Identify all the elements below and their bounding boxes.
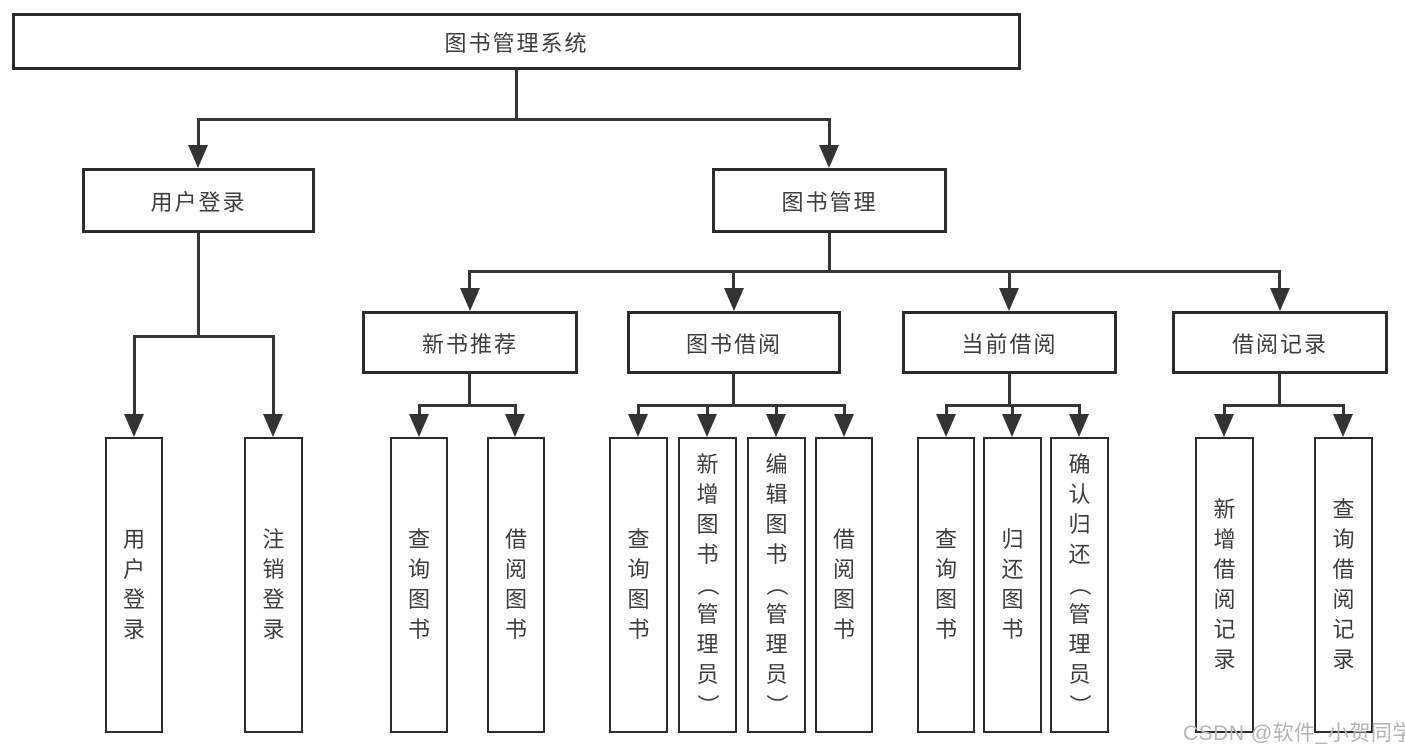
node-leaf-query-book-borrowing: 查询图书 [609, 437, 668, 733]
connector-current-drop-3 [1078, 404, 1081, 418]
connector-current-drop-1 [945, 404, 948, 418]
connector-records-drop-1 [1223, 404, 1226, 418]
node-book-management-label: 图书管理 [781, 189, 878, 215]
connector-current-stem [1008, 374, 1011, 407]
arrow-down-icon [188, 145, 208, 168]
node-leaf-add-book-admin-label: 新增图书（管理员） [695, 452, 721, 717]
arrow-down-icon [1069, 414, 1089, 437]
connector-recommend-rail [418, 404, 517, 407]
arrow-down-icon [1214, 414, 1234, 437]
node-leaf-user-login-label: 用户登录 [122, 527, 145, 642]
connector-recommend-stem [468, 374, 471, 407]
node-book-borrowing: 图书借阅 [627, 311, 841, 374]
node-new-book-recommend-label: 新书推荐 [421, 331, 518, 357]
connector-root-stem [515, 69, 518, 121]
node-leaf-borrow-book-borrowing: 借阅图书 [815, 437, 873, 733]
node-leaf-query-book-current: 查询图书 [917, 437, 975, 733]
node-book-borrowing-label: 图书借阅 [685, 331, 782, 357]
connector-borrowing-drop-4 [843, 404, 846, 418]
arrow-down-icon [697, 414, 717, 437]
node-leaf-return-book: 归还图书 [983, 437, 1042, 733]
node-book-management: 图书管理 [712, 168, 947, 233]
connector-bookmgmt-rail [468, 270, 1281, 273]
csdn-watermark: CSDN @软件_小贺同学 [1183, 722, 1405, 745]
connector-recommend-drop-2 [514, 404, 517, 418]
connector-userlogin-rail [133, 335, 275, 338]
node-leaf-borrow-book-recommend-label: 借阅图书 [504, 527, 527, 642]
node-new-book-recommend: 新书推荐 [362, 311, 578, 374]
connector-userlogin-drop-1 [133, 335, 136, 417]
node-leaf-confirm-return-admin-label: 确认归还（管理员） [1067, 452, 1093, 717]
node-root-label: 图书管理系统 [444, 30, 589, 56]
connector-bookmgmt-drop-2 [732, 270, 735, 290]
node-leaf-query-book-borrowing-label: 查询图书 [627, 527, 650, 642]
connector-records-drop-2 [1342, 404, 1345, 418]
arrow-down-icon [936, 414, 956, 437]
node-leaf-user-login: 用户登录 [105, 437, 163, 733]
arrow-down-icon [1333, 414, 1353, 437]
arrow-down-icon [766, 414, 786, 437]
connector-recommend-drop-1 [418, 404, 421, 418]
connector-borrowing-drop-2 [706, 404, 709, 418]
connector-borrowing-stem [732, 374, 735, 407]
node-leaf-borrow-book-recommend: 借阅图书 [487, 437, 545, 733]
connector-bookmgmt-drop-3 [1008, 270, 1011, 290]
node-current-borrowing-label: 当前借阅 [961, 331, 1058, 357]
connector-records-rail [1223, 404, 1345, 407]
connector-root-drop-right [828, 118, 831, 150]
node-leaf-query-book-current-label: 查询图书 [934, 527, 957, 642]
node-current-borrowing: 当前借阅 [902, 311, 1117, 374]
node-leaf-return-book-label: 归还图书 [1001, 527, 1024, 642]
arrow-down-icon [263, 414, 283, 437]
node-user-login-label: 用户登录 [150, 189, 247, 215]
connector-records-stem [1278, 374, 1281, 407]
connector-current-drop-2 [1011, 404, 1014, 418]
connector-borrowing-rail [637, 404, 846, 407]
node-leaf-edit-book-admin: 编辑图书（管理员） [747, 437, 806, 733]
node-leaf-add-borrow-record-label: 新增借阅记录 [1213, 497, 1236, 672]
arrow-down-icon [124, 414, 144, 437]
connector-bookmgmt-stem [828, 233, 831, 273]
node-leaf-query-borrow-record-label: 查询借阅记录 [1332, 497, 1355, 672]
arrow-down-icon [1002, 414, 1022, 437]
node-user-login: 用户登录 [82, 168, 315, 233]
node-leaf-query-book-recommend: 查询图书 [390, 437, 448, 733]
arrow-down-icon [409, 414, 429, 437]
node-leaf-borrow-book-borrowing-label: 借阅图书 [832, 527, 855, 642]
node-leaf-query-borrow-record: 查询借阅记录 [1314, 437, 1373, 733]
arrow-down-icon [628, 414, 648, 437]
connector-userlogin-drop-2 [272, 335, 275, 417]
arrow-down-icon [460, 288, 480, 311]
node-leaf-add-book-admin: 新增图书（管理员） [678, 437, 737, 733]
node-leaf-query-book-recommend-label: 查询图书 [407, 527, 430, 642]
arrow-down-icon [724, 288, 744, 311]
arrow-down-icon [834, 414, 854, 437]
connector-root-drop-left [197, 118, 200, 150]
node-leaf-confirm-return-admin: 确认归还（管理员） [1050, 437, 1109, 733]
connector-borrowing-drop-1 [637, 404, 640, 418]
arrow-down-icon [1270, 288, 1290, 311]
arrow-down-icon [505, 414, 525, 437]
node-leaf-logout-label: 注销登录 [262, 527, 285, 642]
node-borrowing-records: 借阅记录 [1172, 311, 1388, 374]
connector-bookmgmt-drop-1 [468, 270, 471, 290]
connector-bookmgmt-drop-4 [1278, 270, 1281, 290]
connector-root-rail [197, 118, 831, 121]
arrow-down-icon [999, 288, 1019, 311]
arrow-down-icon [819, 145, 839, 168]
node-leaf-edit-book-admin-label: 编辑图书（管理员） [764, 452, 790, 717]
connector-userlogin-stem [197, 233, 200, 338]
connector-borrowing-drop-3 [775, 404, 778, 418]
node-root: 图书管理系统 [12, 13, 1021, 70]
node-leaf-logout: 注销登录 [244, 437, 303, 733]
node-borrowing-records-label: 借阅记录 [1231, 331, 1328, 357]
node-leaf-add-borrow-record: 新增借阅记录 [1195, 437, 1254, 733]
